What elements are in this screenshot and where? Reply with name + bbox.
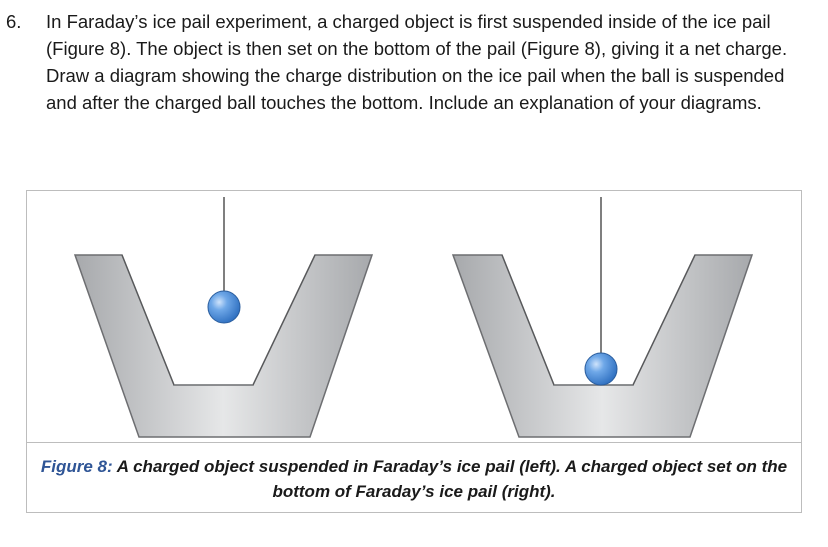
right-ice-pail	[451, 254, 754, 438]
left-ice-pail	[73, 254, 374, 438]
caption-label: Figure 8:	[40, 457, 113, 476]
caption-text: A charged object suspended in Faraday’s …	[116, 457, 788, 501]
left-charged-ball	[207, 290, 241, 324]
figure-caption: Figure 8: A charged object suspended in …	[27, 442, 801, 512]
figure-8: Figure 8: A charged object suspended in …	[26, 190, 802, 513]
ice-pail-illustration	[73, 197, 754, 438]
right-ball-on-bottom	[584, 197, 618, 386]
right-charged-ball	[584, 352, 618, 386]
question-number: 6.	[6, 11, 22, 32]
question-text: In Faraday’s ice pail experiment, a char…	[46, 11, 788, 113]
left-suspended-ball	[207, 197, 241, 324]
